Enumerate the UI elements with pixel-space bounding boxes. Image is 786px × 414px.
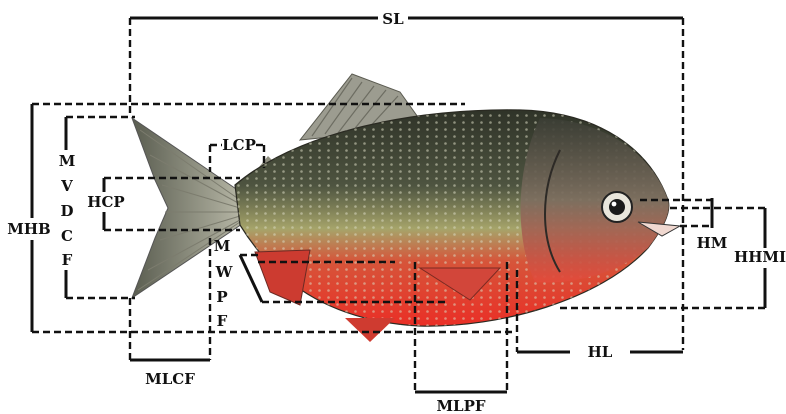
label-mwpf-letter: F xyxy=(217,312,228,330)
label-mwpf-letter: M xyxy=(214,237,231,255)
label-sl: SL xyxy=(382,10,404,28)
pelvic-fin xyxy=(345,318,395,342)
label-mvdcf-letter: D xyxy=(60,202,73,220)
label-hm: HM xyxy=(697,234,728,252)
label-mhb: MHB xyxy=(7,220,50,238)
label-hl: HL xyxy=(588,343,613,361)
label-lcp: LCP xyxy=(222,136,256,154)
label-mlcf: MLCF xyxy=(145,370,195,388)
label-mvdcf-letter: F xyxy=(62,251,73,269)
label-mvdcf-letter: M xyxy=(59,152,76,170)
label-mvdcf: M V D C F xyxy=(59,152,76,269)
label-mwpf-letter: W xyxy=(215,263,234,281)
label-mwpf: M W P F xyxy=(214,237,234,330)
anal-fin xyxy=(255,250,310,305)
label-mwpf-letter: P xyxy=(216,288,227,306)
label-mvdcf-letter: V xyxy=(60,177,73,195)
label-mvdcf-letter: C xyxy=(61,227,73,245)
label-hhmi: HHMI xyxy=(734,248,786,266)
label-hcp: HCP xyxy=(87,193,124,211)
label-mlpf: MLPF xyxy=(436,397,485,414)
